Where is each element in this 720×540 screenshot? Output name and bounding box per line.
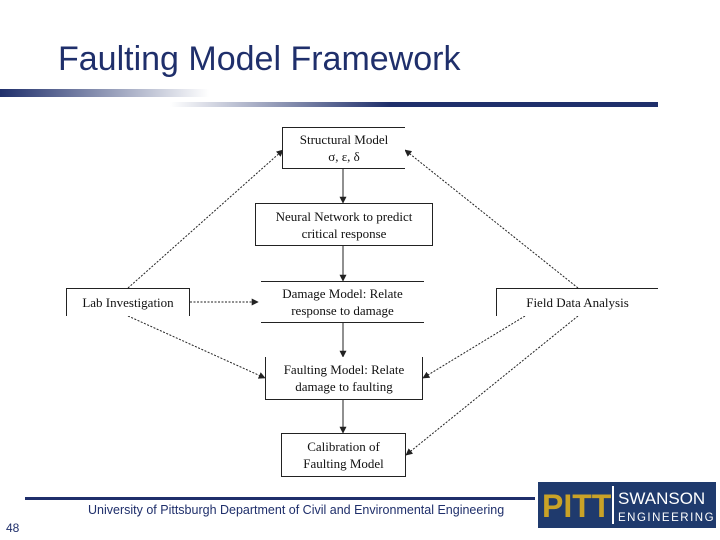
structural-model-box: Structural Model σ, ε, δ [282,127,405,169]
slide-title: Faulting Model Framework [58,40,461,78]
footer-affiliation: University of Pittsburgh Department of C… [88,503,505,517]
faulting-model-box: Faulting Model: Relate damage to faultin… [265,357,423,400]
calibration-label: Calibration of Faulting Model [303,439,384,471]
calibration-box: Calibration of Faulting Model [281,433,406,477]
field-data-analysis-label: Field Data Analysis [526,295,629,310]
damage-model-label: Damage Model: Relate response to damage [282,286,403,318]
logo-pitt-text: PITT [542,488,612,524]
arrow-field-to-faulting [422,315,526,379]
page-number: 48 [6,521,20,535]
faulting-model-label: Faulting Model: Relate damage to faultin… [283,362,405,394]
logo-swanson-text: SWANSON [618,489,705,508]
arrow-lab-to-structural [127,149,284,289]
lab-investigation-label: Lab Investigation [82,295,174,310]
neural-network-label: Neural Network to predict critical respo… [275,208,413,241]
field-data-analysis-box: Field Data Analysis [496,288,658,316]
arrow-field-to-structural [404,149,579,289]
footer-divider [25,497,535,500]
lab-investigation-box: Lab Investigation [66,288,190,316]
arrow-lab-to-faulting [127,315,266,379]
arrow-field-to-calibration [405,315,579,456]
damage-model-box: Damage Model: Relate response to damage [261,281,424,323]
logo-engineering-text: ENGINEERING [618,512,715,524]
structural-model-label: Structural Model σ, ε, δ [299,132,389,164]
pitt-swanson-logo: PITT SWANSON ENGINEERING [538,472,716,528]
neural-network-box: Neural Network to predict critical respo… [255,203,433,246]
title-underline [0,89,658,107]
